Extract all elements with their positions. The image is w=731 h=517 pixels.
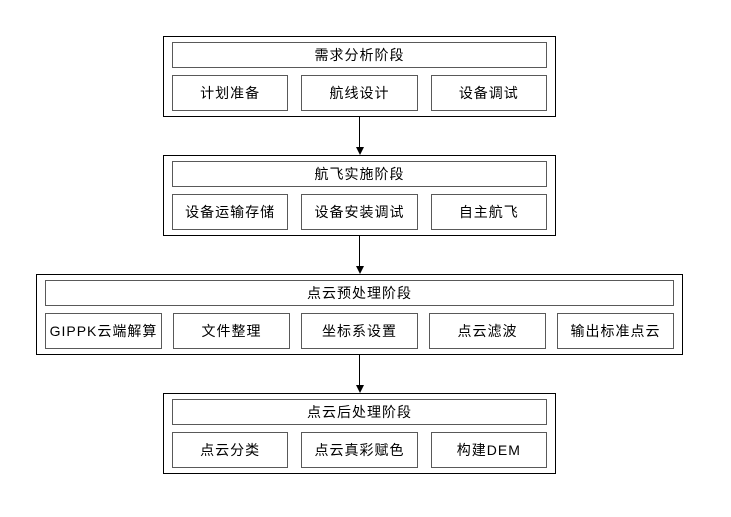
step-output-standard-pointcloud: 输出标准点云 bbox=[557, 313, 674, 349]
step-build-dem: 构建DEM bbox=[430, 432, 547, 468]
stage-title: 航飞实施阶段 bbox=[172, 161, 547, 187]
stage-items-row: 计划准备 航线设计 设备调试 bbox=[172, 75, 547, 111]
step-gippk-cloud-solution: GIPPK云端解算 bbox=[45, 313, 162, 349]
stage-pointcloud-postprocessing: 点云后处理阶段 点云分类 点云真彩赋色 构建DEM bbox=[163, 393, 556, 474]
stage-items-row: GIPPK云端解算 文件整理 坐标系设置 点云滤波 输出标准点云 bbox=[45, 313, 674, 349]
step-pointcloud-filtering: 点云滤波 bbox=[429, 313, 546, 349]
flowchart-stack: 需求分析阶段 计划准备 航线设计 设备调试 航飞实施阶段 设备运输存储 设备安装… bbox=[36, 36, 683, 474]
stage-items-row: 点云分类 点云真彩赋色 构建DEM bbox=[172, 432, 547, 468]
down-arrow-icon bbox=[355, 236, 364, 274]
stage-requirements-analysis: 需求分析阶段 计划准备 航线设计 设备调试 bbox=[163, 36, 556, 117]
arrow-line bbox=[358, 236, 361, 266]
step-coordinate-system-setup: 坐标系设置 bbox=[301, 313, 418, 349]
step-equipment-transport-storage: 设备运输存储 bbox=[172, 194, 289, 230]
step-autonomous-flight: 自主航飞 bbox=[430, 194, 547, 230]
stage-title: 点云后处理阶段 bbox=[172, 399, 547, 425]
stage-title: 需求分析阶段 bbox=[172, 42, 547, 68]
arrow-line bbox=[358, 117, 361, 147]
arrow-head bbox=[355, 266, 364, 274]
stage-flight-implementation: 航飞实施阶段 设备运输存储 设备安装调试 自主航飞 bbox=[163, 155, 556, 236]
step-equipment-debugging: 设备调试 bbox=[430, 75, 547, 111]
step-truecolor-assignment: 点云真彩赋色 bbox=[301, 432, 418, 468]
step-pointcloud-classification: 点云分类 bbox=[172, 432, 289, 468]
step-file-organization: 文件整理 bbox=[173, 313, 290, 349]
stage-title: 点云预处理阶段 bbox=[45, 280, 674, 306]
down-arrow-icon bbox=[355, 117, 364, 155]
stage-items-row: 设备运输存储 设备安装调试 自主航飞 bbox=[172, 194, 547, 230]
arrow-head bbox=[355, 385, 364, 393]
step-plan-preparation: 计划准备 bbox=[172, 75, 289, 111]
stage-pointcloud-preprocessing: 点云预处理阶段 GIPPK云端解算 文件整理 坐标系设置 点云滤波 输出标准点云 bbox=[36, 274, 683, 355]
arrow-line bbox=[358, 355, 361, 385]
step-equipment-install-debug: 设备安装调试 bbox=[301, 194, 418, 230]
step-route-design: 航线设计 bbox=[301, 75, 418, 111]
arrow-head bbox=[355, 147, 364, 155]
down-arrow-icon bbox=[355, 355, 364, 393]
